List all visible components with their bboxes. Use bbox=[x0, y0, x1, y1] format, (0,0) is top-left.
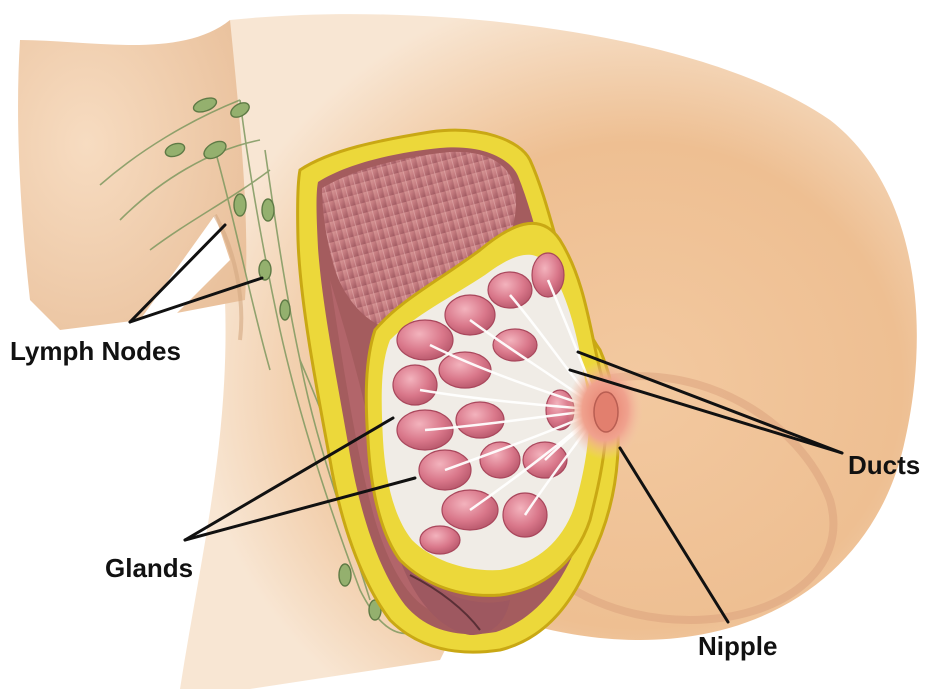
nipple-shape bbox=[594, 392, 618, 432]
glands-label: Glands bbox=[105, 555, 193, 581]
arm-skin bbox=[18, 20, 246, 330]
ducts-label: Ducts bbox=[848, 452, 920, 478]
lymph-nodes-label: Lymph Nodes bbox=[10, 338, 181, 364]
nipple-label: Nipple bbox=[698, 633, 777, 659]
